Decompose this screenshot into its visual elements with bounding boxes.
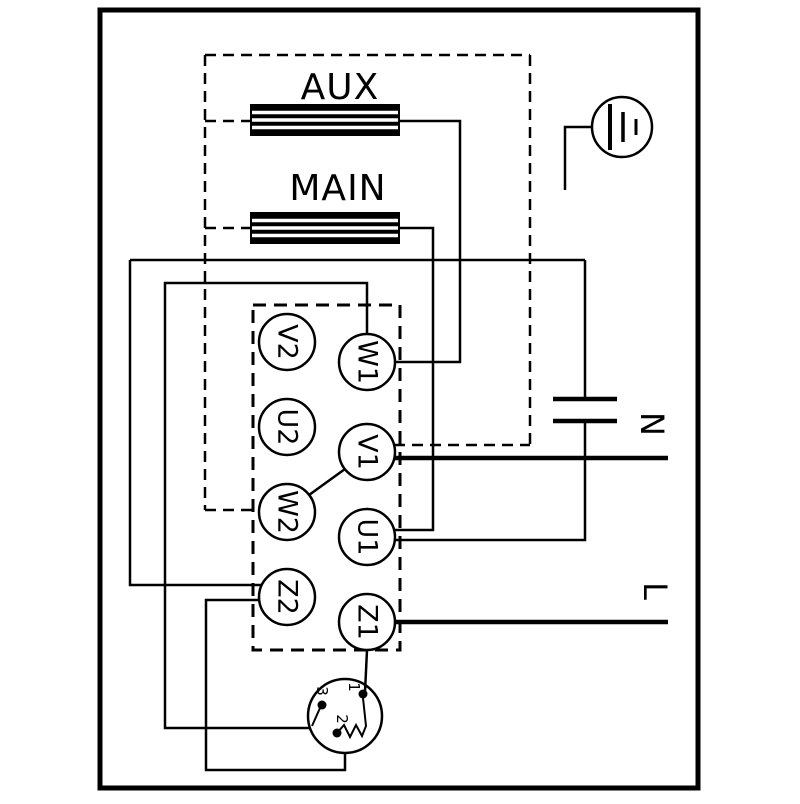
protector-dot-3 (317, 700, 327, 710)
terminal-w1: W1 (337, 332, 397, 392)
terminal-w2-label: W2 (272, 490, 303, 534)
terminal-z1-label: Z1 (352, 604, 383, 640)
line-label: L (636, 582, 674, 600)
wire-z1-to-protector (363, 649, 369, 693)
protector-coil (336, 697, 368, 740)
dashed-wire-group (203, 53, 532, 512)
terminal-u2-circle (257, 397, 317, 457)
terminal-u1-label: U1 (352, 519, 383, 556)
aux-label: AUX (301, 67, 380, 108)
terminal-z1: Z1 (337, 592, 397, 652)
terminal-box (251, 303, 402, 652)
terminal-u1-circle (337, 507, 397, 567)
terminal-u2: U2 (257, 397, 317, 457)
protector-label-3: 3 (313, 686, 331, 696)
wire-w1-to-protector (163, 281, 369, 730)
terminal-v2-label: V2 (272, 324, 303, 360)
wire-z2-to-protector (204, 598, 347, 772)
protector-label-2: 2 (333, 714, 351, 724)
protector-dot-1 (358, 689, 368, 699)
terminal-group: V2 W1 U2 V1 W2 U1 Z2 Z1 (257, 312, 397, 652)
terminal-v2: V2 (257, 312, 317, 372)
terminal-w1-circle (337, 332, 397, 392)
aux-winding (250, 104, 400, 136)
protector-label-1: 1 (345, 682, 363, 692)
earth-symbol (563, 95, 654, 190)
wire-aux-to-w1 (396, 119, 462, 364)
terminal-z2: Z2 (257, 567, 317, 627)
terminal-u1: U1 (337, 507, 397, 567)
terminal-z2-circle (257, 567, 317, 627)
terminal-w2-circle (257, 482, 317, 542)
terminal-w1-label: W1 (352, 340, 383, 384)
main-winding (250, 212, 400, 244)
terminal-v1: V1 (337, 422, 397, 482)
terminal-v2-circle (257, 312, 317, 372)
wire-left-to-z2 (128, 260, 262, 587)
terminal-w2: W2 (257, 482, 317, 542)
terminal-v1-circle (337, 422, 397, 482)
thermal-protector: 1 3 2 (306, 649, 384, 755)
terminal-z2-label: Z2 (272, 579, 303, 615)
outer-frame (97, 7, 701, 791)
capacitor-symbol (553, 396, 617, 424)
terminal-v1-label: V1 (352, 434, 383, 470)
neutral-label: N (633, 412, 671, 436)
protector-lead-3 (311, 707, 321, 727)
terminal-u2-label: U2 (272, 409, 303, 446)
wire-w2-v1-link (308, 467, 346, 497)
main-label: MAIN (289, 168, 386, 209)
wire-main-to-u1 (394, 226, 435, 532)
solid-wire-group (128, 119, 587, 772)
wire-u1-to-capacitor (394, 421, 587, 542)
